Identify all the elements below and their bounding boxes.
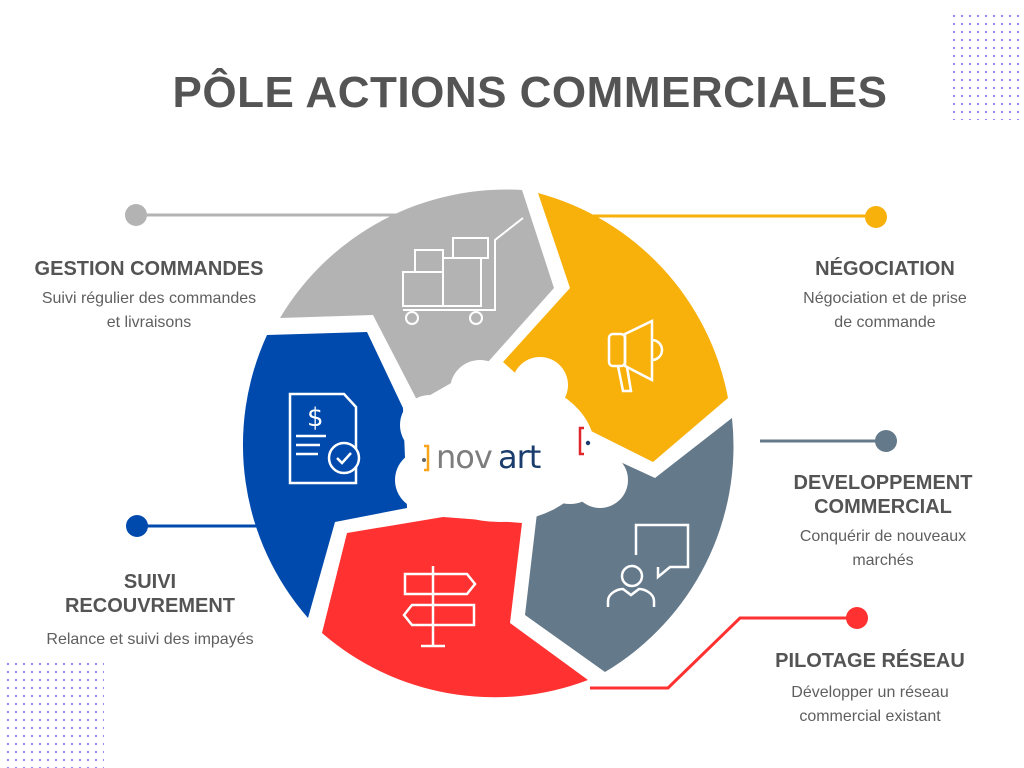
segment-gestion (280, 189, 554, 402)
decorative-dots-bottom-left (4, 660, 104, 768)
decorative-dots-top-right (950, 12, 1024, 120)
segment-suivi (242, 332, 407, 618)
segment-title: PILOTAGE RÉSEAU (775, 650, 965, 672)
megaphone-icon (607, 319, 664, 393)
signpost-icon (402, 566, 477, 648)
novart-logo: nov art (422, 426, 591, 476)
segment-title: NÉGOCIATION (815, 258, 955, 280)
cart-boxes-icon (402, 217, 524, 325)
svg-text:nov: nov (436, 438, 492, 476)
connector-gestion (125, 204, 400, 226)
connector-pilotage (590, 607, 868, 690)
connector-negociation (590, 206, 887, 228)
segment-title: GESTION COMMANDES (34, 258, 264, 280)
segment-desc: Relance et suivi des impayés (46, 631, 254, 648)
center-cloud (395, 357, 628, 522)
svg-text:art: art (498, 438, 541, 476)
invoice-check-icon: $ (288, 392, 361, 485)
page-title: PÔLE ACTIONS COMMERCIALES (172, 68, 888, 117)
connector-developpement (760, 430, 897, 452)
label-gestion: GESTION COMMANDES Suivi régulier des com… (0, 257, 298, 335)
svg-text:$: $ (307, 403, 324, 433)
connector-suivi (126, 515, 262, 537)
person-speech-icon (606, 523, 690, 607)
segment-pilotage (322, 517, 588, 698)
